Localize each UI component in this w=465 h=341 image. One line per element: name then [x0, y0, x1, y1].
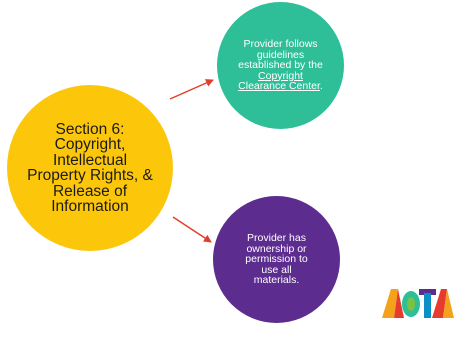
top-node-text: Provider follows guidelines established … — [238, 38, 323, 72]
top-node-circle: Provider follows guidelines established … — [217, 2, 344, 129]
arrow-to-top-node — [169, 79, 214, 100]
bottom-node-label: Provider has ownership or permission to … — [245, 232, 308, 287]
top-node-text-end: . — [319, 80, 323, 93]
bottom-node-circle: Provider has ownership or permission to … — [213, 196, 340, 323]
logo-letter-t-stem — [424, 293, 431, 318]
copyright-clearance-center-link[interactable]: Copyright Clearance Center — [238, 69, 320, 93]
main-node-label: Section 6: Copyright, Intellectual Prope… — [27, 120, 153, 215]
logo-letter-a-right — [394, 289, 404, 318]
logo-letter-a2-right — [443, 289, 454, 318]
arrow-to-bottom-node — [172, 216, 212, 243]
main-node-circle: Section 6: Copyright, Intellectual Prope… — [7, 85, 173, 251]
logo-letter-t-bar — [419, 289, 436, 295]
logo-letter-a-left — [382, 289, 398, 318]
logo-letter-a2-left — [432, 289, 447, 318]
top-node-label: Provider follows guidelines established … — [237, 39, 324, 92]
logo-letter-o-inner — [407, 297, 415, 311]
aota-logo-icon — [382, 289, 454, 318]
